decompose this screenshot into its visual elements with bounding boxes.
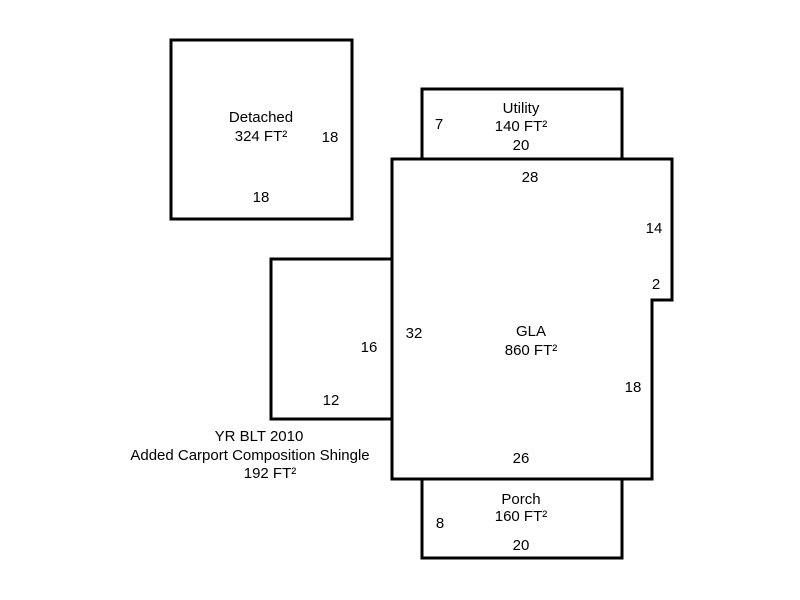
utility-outline [420, 87, 624, 161]
note-line-2: Added Carport Composition Shingle [130, 447, 370, 464]
porch-dim-left: 8 [435, 515, 445, 532]
gla-dim-bottom: 26 [512, 450, 530, 467]
gla-dim-right-lower: 18 [624, 379, 642, 396]
detached-dim-bottom: 18 [252, 189, 270, 206]
utility-dim-bottom: 20 [512, 137, 530, 154]
carport-dim-right: 16 [360, 339, 378, 356]
porch-label: Porch [501, 491, 541, 508]
carport-dim-bottom: 12 [322, 392, 340, 409]
detached-dim-right: 18 [321, 129, 339, 146]
detached-area-label: 324 FT² [234, 128, 288, 145]
utility-area-label: 140 FT² [494, 118, 548, 135]
porch-area-label: 160 FT² [494, 508, 548, 525]
gla-dim-top: 28 [521, 169, 539, 186]
note-line-1: YR BLT 2010 [214, 428, 304, 445]
gla-dim-right-upper: 14 [645, 220, 663, 237]
detached-outline [169, 38, 354, 221]
utility-dim-left: 7 [434, 116, 444, 133]
carport-outline [269, 257, 394, 421]
gla-dim-notch: 2 [651, 276, 661, 293]
gla-label: GLA [515, 323, 547, 340]
utility-label: Utility [502, 100, 540, 117]
gla-area-label: 860 FT² [504, 342, 558, 359]
note-line-3: 192 FT² [243, 465, 297, 482]
gla-outline [390, 157, 674, 481]
detached-label: Detached [228, 109, 294, 126]
porch-dim-bottom: 20 [512, 537, 530, 554]
gla-dim-left: 32 [405, 325, 423, 342]
